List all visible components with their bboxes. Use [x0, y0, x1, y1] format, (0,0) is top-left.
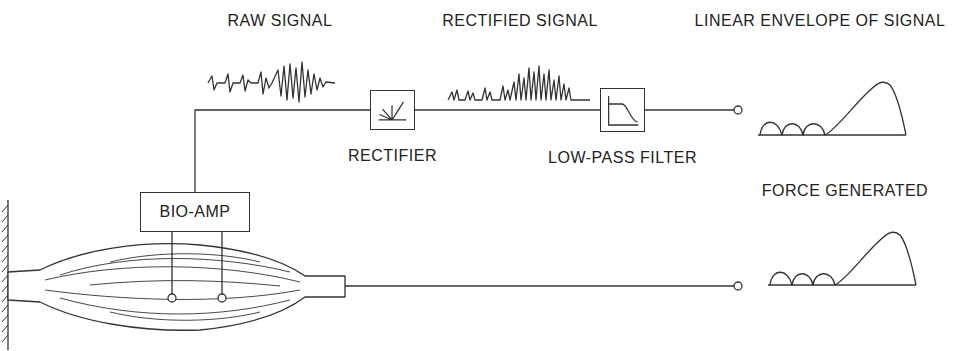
electrode-lead — [172, 232, 222, 294]
force-outline — [770, 232, 916, 285]
signal-wire — [415, 109, 600, 110]
linear-envelope-curve — [758, 82, 906, 135]
tendon-wire — [345, 285, 734, 286]
signal-label: RECTIFIED SIGNAL — [442, 12, 598, 30]
filter-box: LOW-PASS FILTER — [600, 88, 645, 132]
rectifier-box: RECTIFIER — [370, 90, 415, 130]
muscle-outline — [8, 244, 345, 331]
signal-wire — [195, 110, 370, 192]
force-baseline — [768, 284, 916, 285]
rectifier-symbol — [371, 91, 414, 129]
signal-label: FORCE GENERATED — [762, 182, 928, 200]
envelope-outline — [760, 82, 906, 135]
node-label-text: BIO-AMP — [159, 203, 230, 221]
output-wire — [645, 109, 734, 110]
node-label: RECTIFIER — [348, 147, 437, 165]
signal-label: RAW SIGNAL — [228, 12, 333, 30]
electrode — [218, 294, 226, 302]
filter-axes — [609, 96, 639, 125]
node-label: LOW-PASS FILTER — [548, 149, 697, 167]
output-terminal — [734, 106, 742, 114]
wall-hatching — [2, 205, 8, 342]
node-label: BIO-AMP — [141, 193, 249, 231]
low-pass-symbol — [601, 89, 644, 131]
force-terminal — [734, 282, 742, 290]
signal-label: LINEAR ENVELOPE OF SIGNAL — [695, 12, 946, 30]
rectifier-lines — [379, 102, 407, 120]
force-curve — [768, 232, 916, 285]
electrode — [168, 294, 176, 302]
envelope-baseline — [758, 134, 906, 135]
raw-signal-wave — [208, 62, 335, 102]
rectified-signal-wave — [448, 66, 590, 100]
amplifier-box: BIO-AMP — [140, 192, 250, 232]
filter-curve — [609, 104, 638, 122]
